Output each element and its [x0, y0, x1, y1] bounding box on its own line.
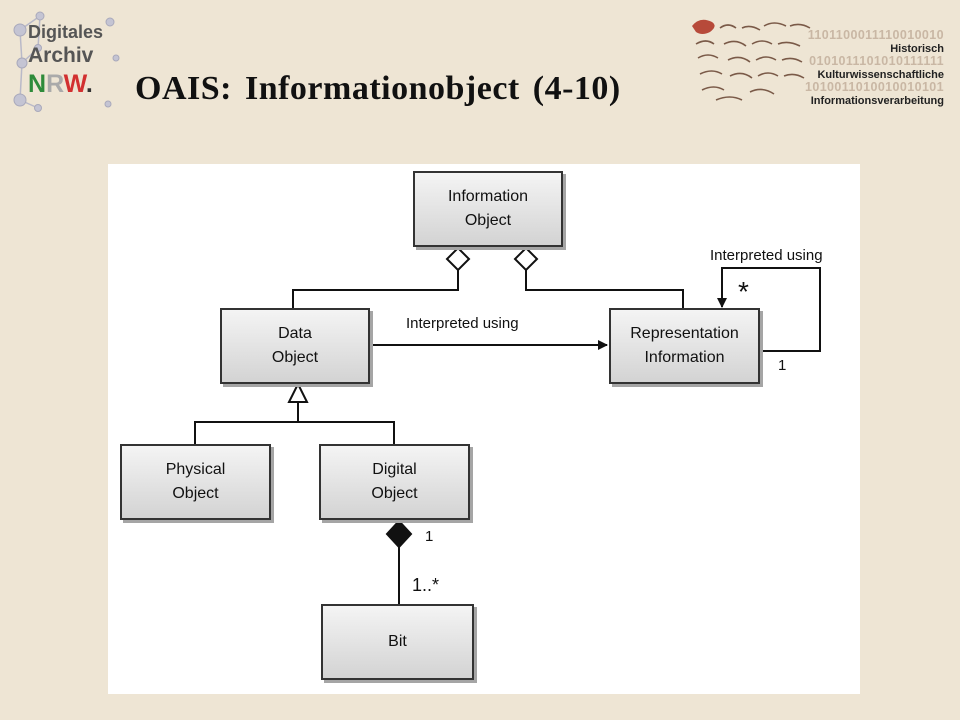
digital-object-label-line1: Digital — [372, 461, 417, 478]
representation-information-label-line2: Information — [644, 349, 725, 366]
binary-line-1: 1101100011110010010 — [807, 28, 944, 42]
binary-line-2: 0101011101010111111 — [809, 54, 944, 68]
bit-label: Bit — [388, 633, 407, 650]
diagram-connectors — [194, 246, 821, 604]
logo-nrw-letters: NRW. — [28, 70, 93, 98]
composition-multiplicity-one: 1 — [425, 528, 434, 545]
data-object-label-line2: Object — [271, 349, 319, 366]
bit-box: Bit — [321, 604, 474, 680]
self-association-interpreted-using — [717, 267, 821, 352]
page-title: OAIS: Informationobject (4-10) — [135, 70, 621, 107]
bit-multiplicity: 1..* — [412, 575, 440, 595]
information-object-label-line2: Object — [464, 212, 512, 229]
self-multiplicity-one: 1 — [778, 357, 787, 374]
logo-text-digitales: Digitales — [28, 22, 104, 42]
interpreted-using-label-main: Interpreted using — [406, 315, 519, 332]
generalization-branch — [194, 421, 395, 445]
aggregation-line-representation-info — [525, 270, 684, 310]
physical-object-label-line2: Object — [172, 485, 219, 502]
logo-text-nrw: NRW. — [28, 70, 93, 99]
aggregation-diamond-left — [445, 246, 471, 272]
self-multiplicity-star: * — [738, 276, 749, 307]
hki-text-informationsverarbeitung: Informationsverarbeitung — [810, 95, 944, 107]
aggregation-diamond-right — [513, 246, 539, 272]
manuscript-illustration-icon — [692, 19, 811, 101]
information-object-label-line1: Information — [447, 188, 529, 205]
representation-information-label-line1: Representation — [630, 325, 739, 342]
binary-line-3: 1010011010010010101 — [805, 80, 944, 94]
hki-logo: 1101100011110010010 Historisch 010101110… — [686, 14, 948, 110]
data-object-label-line1: Data — [278, 325, 312, 342]
generalization-triangle — [287, 381, 309, 403]
composition-diamond — [385, 519, 413, 549]
hki-text-historisch: Historisch — [890, 43, 944, 55]
hki-text-kulturwissenschaftliche: Kulturwissenschaftliche — [817, 69, 944, 81]
logo-text-archiv: Archiv — [28, 44, 94, 67]
interpreted-using-label-self: Interpreted using — [710, 247, 823, 264]
digitales-archiv-nrw-logo: Digitales Archiv NRW. — [8, 8, 128, 118]
physical-object-label-line1: Physical — [165, 461, 226, 478]
network-nodes-icon — [13, 11, 120, 112]
digital-object-label-line2: Object — [371, 485, 418, 502]
aggregation-line-data-object — [292, 270, 459, 310]
